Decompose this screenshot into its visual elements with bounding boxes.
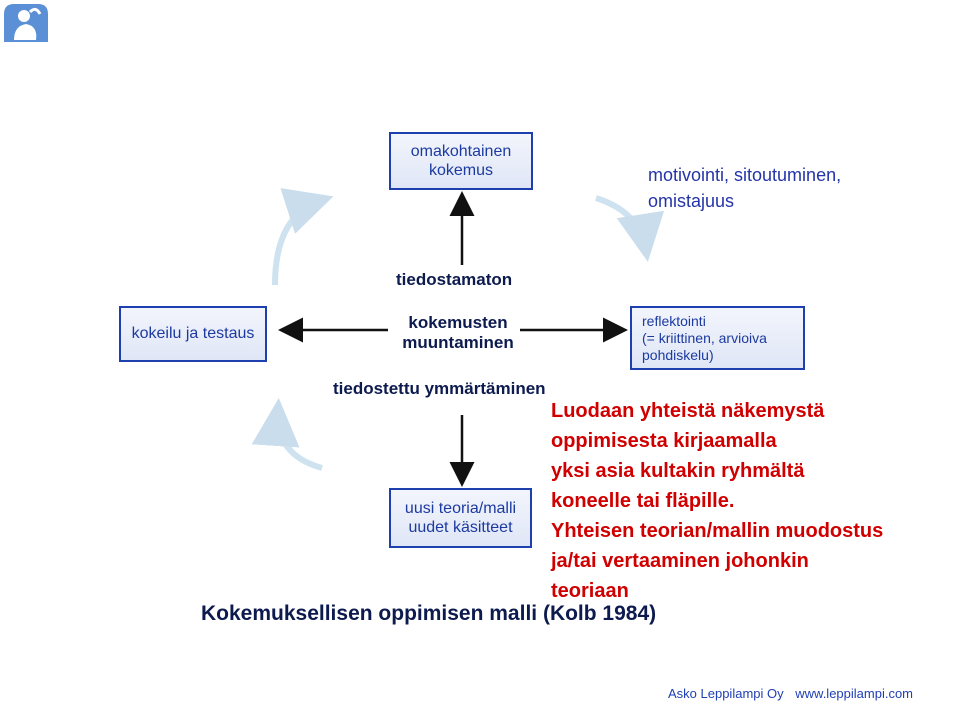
conscious-label: tiedostettu ymmärtäminen: [333, 379, 546, 398]
footer-company: Asko Leppilampi Oy: [668, 686, 784, 701]
experience-line-1: omakohtainen: [410, 143, 512, 160]
theory-line-2: uudet käsitteet: [408, 519, 513, 536]
unconscious-label: tiedostamaton: [396, 270, 513, 289]
reflection-box: reflektointi (= kriittinen, arvioiva poh…: [630, 306, 805, 370]
transformation-label: kokemusten muuntaminen: [390, 313, 526, 353]
arc-top-right: [595, 195, 665, 262]
experience-box: omakohtainen kokemus: [389, 132, 533, 190]
footer: Asko Leppilampi Oy www.leppilampi.com: [668, 686, 913, 701]
reflection-line-2: (= kriittinen, arvioiva: [642, 329, 767, 346]
transformation-line-2: muuntaminen: [402, 333, 514, 352]
experimentation-label: kokeilu ja testaus: [131, 325, 255, 342]
motivation-line-2: omistajuus: [648, 191, 735, 211]
reflection-line-1: reflektointi: [642, 312, 706, 329]
note-line-4: koneelle tai fläpille.: [551, 490, 735, 512]
experimentation-box: kokeilu ja testaus: [119, 306, 267, 362]
note-line-6: ja/tai vertaaminen johonkin: [551, 550, 809, 572]
note-line-2: oppimisesta kirjaamalla: [551, 430, 777, 452]
diagram-caption: Kokemuksellisen oppimisen malli (Kolb 19…: [201, 602, 657, 625]
reflection-line-3: pohdiskelu): [642, 346, 714, 363]
logo-icon: [0, 0, 52, 46]
activity-note: Luodaan yhteistä näkemystä oppimisesta k…: [551, 396, 883, 606]
arc-bottom-left: [251, 398, 323, 471]
theory-line-1: uusi teoria/malli: [404, 500, 517, 517]
arc-top-left: [272, 188, 334, 286]
footer-url[interactable]: www.leppilampi.com: [795, 686, 914, 701]
theory-box: uusi teoria/malli uudet käsitteet: [389, 488, 532, 548]
experience-line-2: kokemus: [428, 162, 493, 179]
transformation-line-1: kokemusten: [408, 313, 508, 332]
note-line-1: Luodaan yhteistä näkemystä: [551, 400, 825, 422]
note-line-3: yksi asia kultakin ryhmältä: [551, 460, 805, 482]
note-line-7: teoriaan: [551, 580, 629, 602]
note-line-5: Yhteisen teorian/mallin muodostus: [551, 520, 884, 542]
motivation-line-1: motivointi, sitoutuminen,: [648, 165, 842, 185]
motivation-label: motivointi, sitoutuminen, omistajuus: [648, 162, 841, 214]
